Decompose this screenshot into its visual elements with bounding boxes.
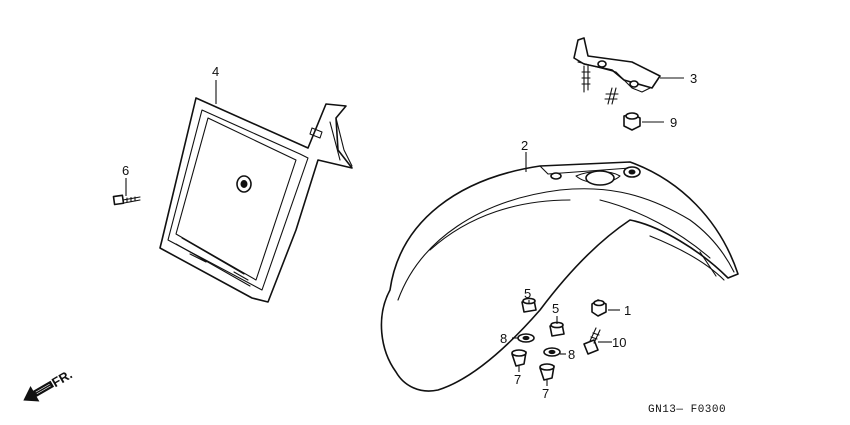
callout-3: 3 (690, 71, 697, 86)
number-plate (159, 97, 353, 303)
diagram-code: GN13— F0300 (648, 404, 726, 416)
grommet-5b (549, 321, 565, 337)
direction-arrow-icon (23, 380, 55, 402)
bolt-6 (112, 194, 141, 206)
callout-10: 10 (612, 335, 626, 350)
callout-5b: 5 (552, 301, 559, 316)
callout-8a: 8 (500, 331, 507, 346)
nut-9 (623, 112, 641, 131)
front-direction-indicator: FR. (23, 367, 75, 402)
callout-8b: 8 (568, 347, 575, 362)
callout-7b: 7 (542, 386, 549, 401)
grommet-5a (521, 297, 537, 313)
callout-5a: 5 (524, 286, 531, 301)
nut-1 (591, 299, 607, 317)
callout-numbers: 4 6 2 3 9 1 5 5 8 8 7 7 10 (122, 64, 697, 401)
collar-7b (539, 363, 555, 381)
washer-8b (543, 347, 561, 357)
hardware-group (511, 297, 607, 381)
washer-8a (517, 333, 535, 343)
callout-4: 4 (212, 64, 219, 79)
callout-1: 1 (624, 303, 631, 318)
rear-fender (380, 161, 739, 392)
callout-2: 2 (521, 138, 528, 153)
callout-7a: 7 (514, 372, 521, 387)
bolt-10 (583, 327, 601, 355)
collar-7a (511, 349, 527, 367)
callout-6: 6 (122, 163, 129, 178)
leader-lines (125, 77, 684, 386)
callout-9: 9 (670, 115, 677, 130)
fender-bracket (573, 37, 661, 105)
